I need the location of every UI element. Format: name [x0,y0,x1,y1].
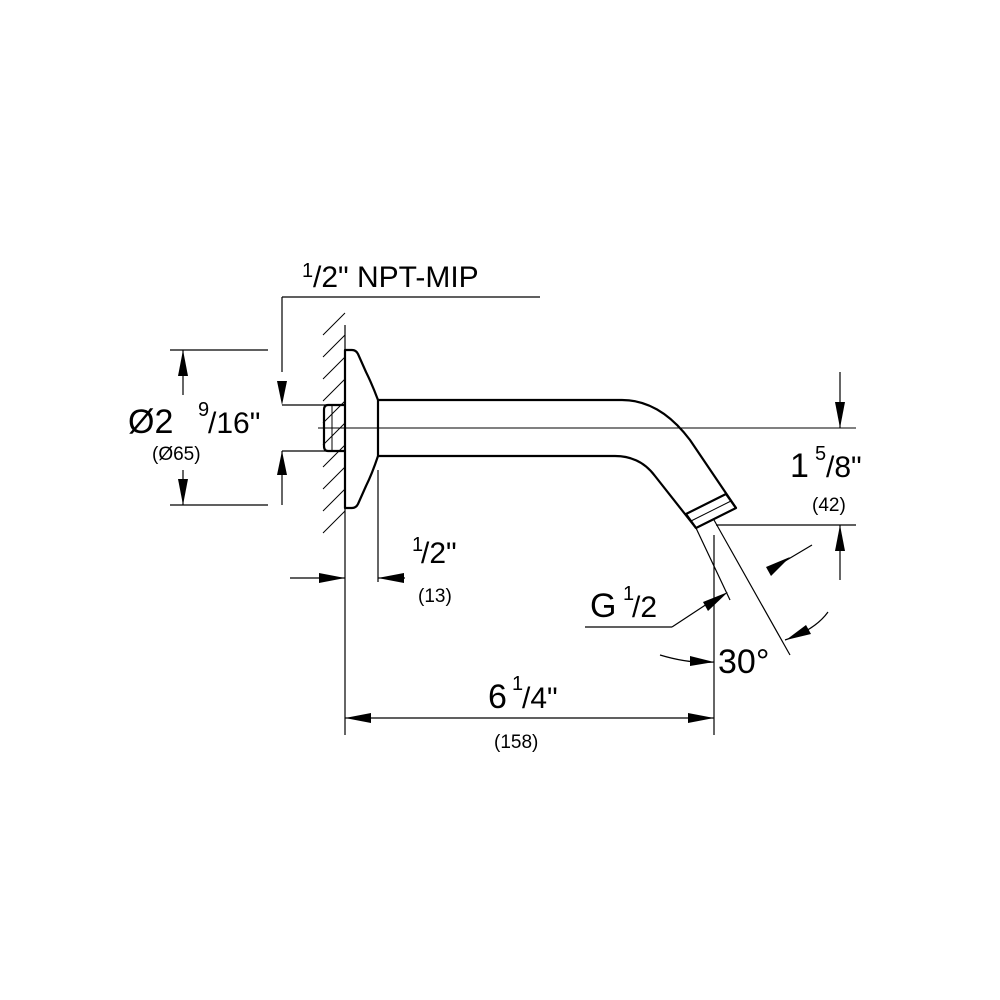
diameter-dimension [170,349,268,506]
flange-dimension [290,470,405,735]
drop-whole: 1 [790,447,809,485]
thread-leader [277,296,540,505]
flange-mm: (13) [418,586,452,607]
length-dimension [345,713,714,723]
angle-dimension [659,535,829,735]
outlet-num: 1 [623,583,634,605]
wall [322,312,346,534]
diameter-main: Ø2 [128,403,173,441]
angle-label: 30° [718,643,769,681]
diameter-mm: (Ø65) [152,444,201,465]
length-whole: 6 [488,678,507,716]
diameter-num: 9 [198,399,209,421]
thread-label: /2" NPT-MIP [313,261,479,294]
drop-den: /8" [826,451,862,484]
shower-arm [322,348,738,530]
length-num: 1 [512,673,523,695]
outlet-dimension [585,519,813,656]
drop-mm: (42) [812,495,846,516]
length-mm: (158) [494,732,538,753]
diameter-den: /16" [208,407,260,440]
thread-label-num: 1 [302,260,313,282]
flange-den: /2" [421,537,457,570]
outlet-den: /2 [632,591,657,624]
flange-num: 1 [412,534,423,556]
length-den: /4" [522,682,558,715]
drop-num: 5 [815,443,826,465]
drop-dimension [716,372,856,580]
outlet-g: G [590,587,616,625]
